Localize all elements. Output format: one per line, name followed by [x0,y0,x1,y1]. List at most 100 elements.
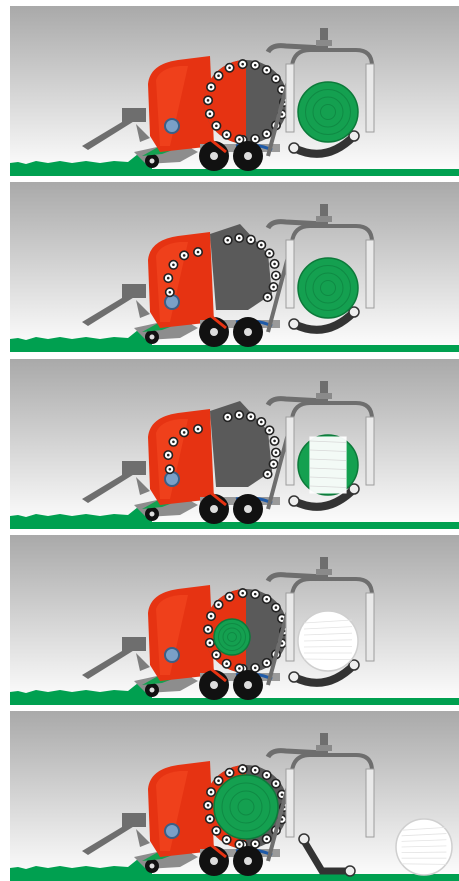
front-roller-hub [209,113,212,116]
front-roller-hub [238,843,241,846]
front-roller-hub [241,592,244,595]
front-roller-hub [238,667,241,670]
front-roller-hub [241,63,244,66]
chamber-roller-hub [265,133,268,136]
sequence-panel-2 [10,182,459,352]
chamber-roller-hub [275,77,278,80]
wheel-hub-2 [244,152,252,160]
ground-strip [10,345,459,352]
chamber-roller-hub [275,606,278,609]
chamber-roller-hub [281,793,284,796]
front-roller-hub [207,804,210,807]
panel-illustration [10,182,459,352]
front-roller-hub [228,66,231,69]
drawbar-hitch [122,637,146,651]
drawbar-hitch [122,108,146,122]
bale-in-wrapper [298,82,358,142]
front-roller-hub [210,86,213,89]
front-roller-hub [172,440,175,443]
baler-gear-icon [165,295,179,309]
wheel-hub-1 [210,857,218,865]
film-dispenser-left [286,64,294,132]
front-roller-hub [210,615,213,618]
front-roller-hub [215,829,218,832]
chamber-roller-hub [265,598,268,601]
chamber-roller-hub [268,429,271,432]
sequence-panel-5 [10,711,459,881]
chamber-roller-hub [254,64,257,67]
panel-illustration [10,711,459,881]
chamber-roller-hub [275,274,278,277]
table-roller [345,866,355,876]
chamber-roller-hub [250,238,253,241]
wrapper-column-cap [316,745,332,751]
bale-on-ground-film-line [402,852,447,853]
chamber-roller-hub [265,774,268,777]
front-roller-hub [169,468,172,471]
wheel-hub-1 [210,152,218,160]
chamber-roller-hub [226,416,229,419]
front-roller-hub [207,99,210,102]
front-roller-hub [238,138,241,141]
drawbar-hitch [122,813,146,827]
ground-strip [10,522,459,529]
wrapper-column-cap [316,569,332,575]
chamber-roller-hub [254,667,257,670]
chamber-roller-hub [273,440,276,443]
wheel-hub-1 [210,681,218,689]
front-roller-hub [207,628,210,631]
chamber-roller-hub [272,286,275,289]
front-roller-hub [217,74,220,77]
chamber-roller-hub [281,88,284,91]
front-roller-hub [217,603,220,606]
ground-strip [10,698,459,705]
wrapper-column-cap [316,40,332,46]
wrapper-column [320,204,328,226]
chamber-roller-hub [281,617,284,620]
table-roller [289,672,299,682]
wheel-hub-2 [244,681,252,689]
wrapper-column [320,381,328,403]
front-roller-hub [225,133,228,136]
chamber-roller-hub [250,415,253,418]
wrapper-column-cap [316,216,332,222]
bale-in-wrapper [298,258,358,318]
forming-bale [214,775,278,839]
film-dispenser-left [286,593,294,661]
front-roller-hub [241,768,244,771]
wheel-hub-2 [244,857,252,865]
chamber-roller-hub [265,838,268,841]
front-roller-hub [209,818,212,821]
chamber-roller-hub [254,843,257,846]
table-roller [289,143,299,153]
chamber-roller-hub [268,252,271,255]
front-roller-hub [183,254,186,257]
front-roller-hub [210,791,213,794]
front-roller-hub [167,277,170,280]
ground-strip [10,874,459,881]
pickup-wheel-hub [150,688,155,693]
baler-gear-icon [165,119,179,133]
sequence-panel-1 [10,6,459,176]
chamber-roller-hub [275,451,278,454]
film-dispenser-left [286,240,294,308]
sequence-panel-4 [10,535,459,705]
wheel-hub-2 [244,328,252,336]
film-dispenser-right [366,417,374,485]
chamber-roller-hub [275,782,278,785]
baler-gear-icon [165,824,179,838]
chamber-roller-hub [273,263,276,266]
baler-gear-icon [165,472,179,486]
chamber-roller-hub [238,237,241,240]
ground-strip [10,169,459,176]
panel-illustration [10,359,459,529]
chamber-roller-hub [266,473,269,476]
chamber-roller-hub [265,662,268,665]
chamber-roller-hub [272,463,275,466]
bale-in-wrapper-film [309,437,346,494]
pickup-wheel-hub [150,159,155,164]
chamber-roller-hub [226,239,229,242]
chamber-roller-hub [254,593,257,596]
wrapper-column [320,557,328,579]
table-roller [289,319,299,329]
